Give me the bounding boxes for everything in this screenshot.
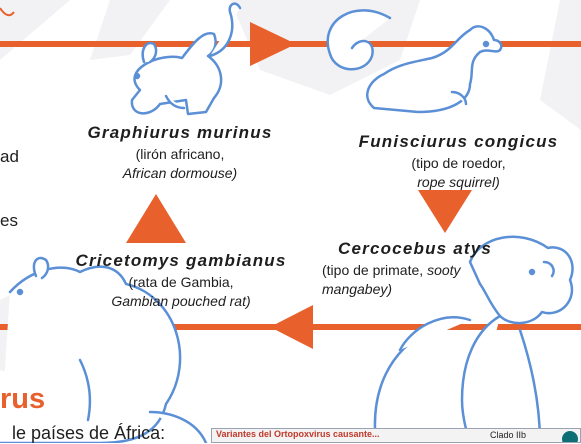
arrow-left — [270, 305, 313, 349]
graphiurus-label: Graphiurus murinus (lirón africano, Afri… — [54, 123, 306, 183]
cercocebus-desc-2: mangabey) — [322, 280, 522, 299]
funisciurus-desc-1: (tipo de roedor, — [336, 154, 581, 173]
graphiurus-name: Graphiurus murinus — [54, 123, 306, 143]
graphiurus-desc-1: (lirón africano, — [54, 145, 306, 164]
section-heading-fragment: rus — [0, 383, 45, 416]
squirrel-illustration — [328, 10, 502, 112]
inset-title: Variantes del Ortopoxvirus causante... — [216, 429, 380, 439]
cricetomys-name: Cricetomys gambianus — [56, 251, 306, 271]
left-text-fragment-1: ad — [0, 147, 19, 167]
cricetomys-desc-2: Gambian pouched rat) — [56, 292, 306, 311]
cricetomys-label: Cricetomys gambianus (rata de Gambia, Ga… — [56, 251, 306, 311]
funisciurus-desc-2: rope squirrel) — [336, 173, 581, 192]
cercocebus-name: Cercocebus atys — [322, 239, 522, 259]
variants-inset-figure: Variantes del Ortopoxvirus causante... C… — [211, 428, 581, 443]
graphiurus-desc-2: African dormouse) — [54, 164, 306, 183]
arrow-up — [126, 194, 186, 243]
cercocebus-label: Cercocebus atys (tipo de primate, sooty … — [322, 239, 522, 299]
arrow-down — [418, 190, 472, 233]
paragraph-fragment: le países de África: — [12, 423, 165, 444]
funisciurus-label: Funisciurus congicus (tipo de roedor, ro… — [336, 132, 581, 192]
inset-clade-marker — [562, 431, 578, 443]
inset-clade-label: Clado IIb — [490, 430, 526, 440]
funisciurus-name: Funisciurus congicus — [336, 132, 581, 152]
cricetomys-desc-1: (rata de Gambia, — [56, 273, 306, 292]
cercocebus-desc-1: (tipo de primate, sooty — [322, 261, 522, 280]
left-text-fragment-2: es — [0, 211, 18, 231]
